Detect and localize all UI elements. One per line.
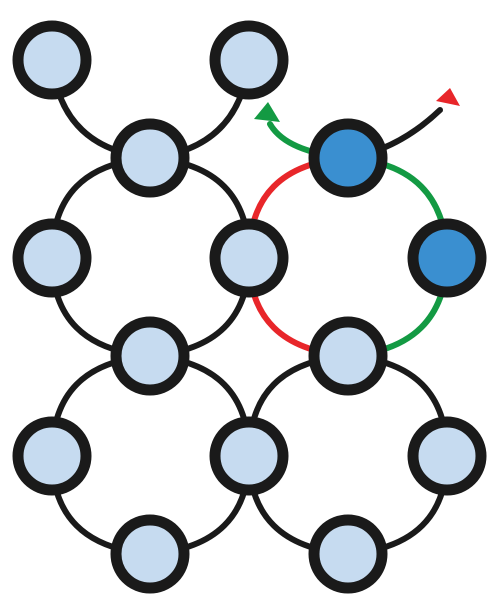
node (407, 416, 487, 496)
node (308, 118, 388, 198)
node (209, 20, 289, 100)
node (12, 218, 92, 298)
arrowhead-icon (436, 88, 460, 106)
node (110, 118, 190, 198)
node (12, 416, 92, 496)
node (308, 316, 388, 396)
node (209, 218, 289, 298)
node (308, 514, 388, 594)
node (209, 416, 289, 496)
node (407, 218, 487, 298)
arrowhead-icon (254, 102, 280, 122)
nodes-layer (12, 20, 487, 594)
node (12, 20, 92, 100)
node (110, 514, 190, 594)
node (110, 316, 190, 396)
